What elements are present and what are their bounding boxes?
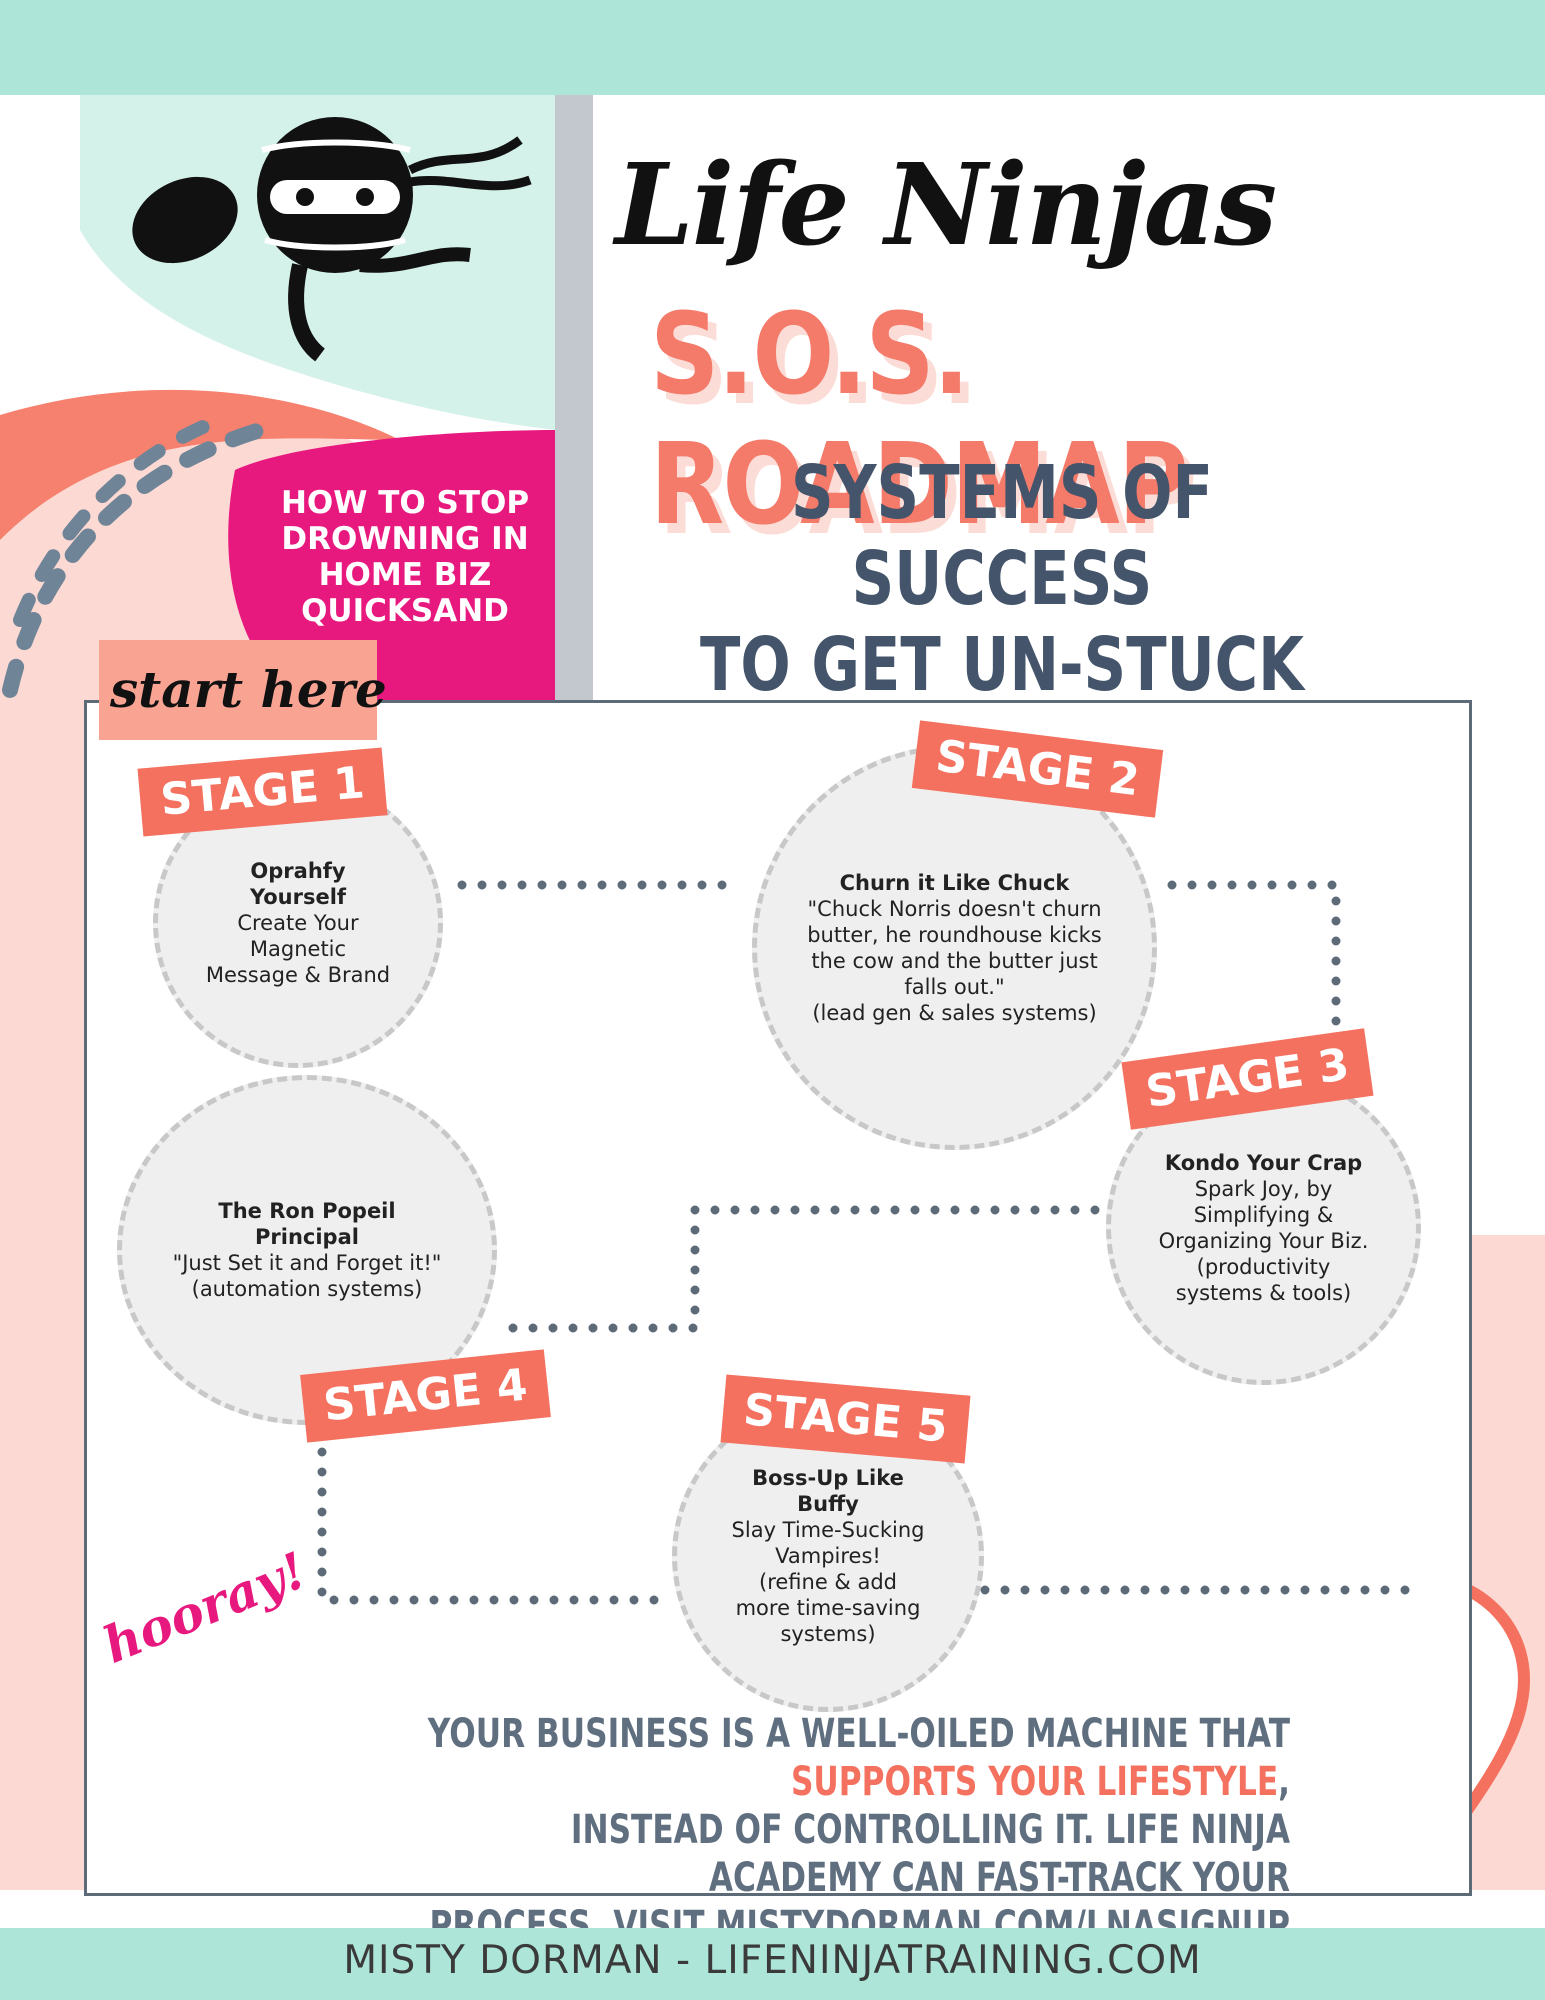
- badge-line: DROWNING IN: [281, 521, 529, 557]
- stage-desc: systems): [780, 1622, 876, 1646]
- badge-line: HOME BIZ: [318, 557, 492, 593]
- stage-desc: (automation systems): [191, 1277, 423, 1301]
- stage-title: Principal: [255, 1225, 359, 1249]
- closing-line-1: YOUR BUSINESS IS A WELL-OILED MACHINE TH…: [393, 1710, 1290, 1806]
- title-script: Life Ninjas: [615, 140, 1277, 271]
- stage-desc: (refine & add: [759, 1570, 897, 1594]
- closing-highlight: SUPPORTS YOUR LIFESTYLE: [790, 1759, 1279, 1805]
- stage-title: Yourself: [249, 885, 347, 909]
- stage-desc: butter, he roundhouse kicks: [807, 922, 1102, 947]
- stage-desc: Simplifying &: [1193, 1202, 1334, 1227]
- stage-title: Kondo Your Crap: [1164, 1150, 1363, 1175]
- how-to-badge-shape: [228, 430, 556, 700]
- stage-desc: systems & tools): [1175, 1280, 1352, 1305]
- stage-title: Churn it Like Chuck: [839, 870, 1070, 895]
- closing-text: ,: [1278, 1759, 1290, 1805]
- stage-desc: "Just Set it and Forget it!": [172, 1251, 442, 1275]
- path-segment: [1167, 880, 1341, 1035]
- closing-line-2: INSTEAD OF CONTROLLING IT. LIFE NINJA AC…: [570, 1807, 1290, 1901]
- stage-desc: Spark Joy, by: [1194, 1176, 1333, 1201]
- path-segment: [503, 1205, 1100, 1333]
- path-segment: [317, 1447, 675, 1605]
- stage-desc: Vampires!: [775, 1544, 881, 1568]
- stage-desc: Message & Brand: [205, 963, 391, 987]
- footer-band: [0, 1928, 1545, 2000]
- subtitle: SYSTEMS OF SUCCESS TO GET UN-STUCK: [690, 450, 1314, 708]
- subtitle-line-1: SYSTEMS OF SUCCESS: [791, 450, 1213, 622]
- start-here-tag: [99, 640, 377, 740]
- subtitle-line-2: TO GET UN-STUCK: [700, 622, 1304, 708]
- stage-2-circle: Churn it Like Chuck "Chuck Norris doesn'…: [752, 745, 1157, 1150]
- dashed-curve-1: [2, 422, 268, 698]
- badge-line: QUICKSAND: [301, 593, 509, 629]
- page-title: S.O.S. ROADMAP: [650, 290, 1189, 550]
- header-divider: [555, 95, 593, 700]
- how-to-badge: HOW TO STOP DROWNING IN HOME BIZ QUICKSA…: [275, 485, 535, 629]
- stage-desc: "Chuck Norris doesn't churn: [807, 896, 1102, 921]
- path-segment: [980, 1585, 1410, 1610]
- stage-desc: Organizing Your Biz.: [1158, 1228, 1369, 1253]
- stage-title: Boss-Up Like: [752, 1466, 904, 1490]
- stage-desc: Create Your: [237, 911, 359, 935]
- stage-desc: Magnetic: [249, 937, 347, 961]
- ninja-icon: [132, 117, 532, 362]
- closing-text: YOUR BUSINESS IS A WELL-OILED MACHINE TH…: [427, 1711, 1290, 1757]
- stage-desc: (lead gen & sales systems): [812, 1000, 1097, 1025]
- coral-wave: [0, 389, 400, 540]
- top-band: [0, 0, 1545, 95]
- stage-desc: more time-saving: [735, 1596, 921, 1620]
- stage-desc: Slay Time-Sucking: [731, 1518, 925, 1542]
- start-here-label: start here: [110, 660, 387, 719]
- stage-desc: (productivity: [1196, 1254, 1331, 1279]
- stage-desc: the cow and the butter just: [811, 948, 1098, 973]
- footer-credit: MISTY DORMAN - LIFENINJATRAINING.COM: [343, 1938, 1202, 1983]
- stage-title: The Ron Popeil: [218, 1199, 396, 1223]
- stage-title: Oprahfy: [250, 859, 346, 883]
- badge-line: HOW TO STOP: [280, 485, 530, 521]
- stage-title: Buffy: [797, 1492, 859, 1516]
- dashed-curve-2: [13, 413, 227, 627]
- stage-3-circle: Kondo Your Crap Spark Joy, by Simplifyin…: [1106, 1070, 1421, 1385]
- stage-desc: falls out.": [904, 974, 1005, 999]
